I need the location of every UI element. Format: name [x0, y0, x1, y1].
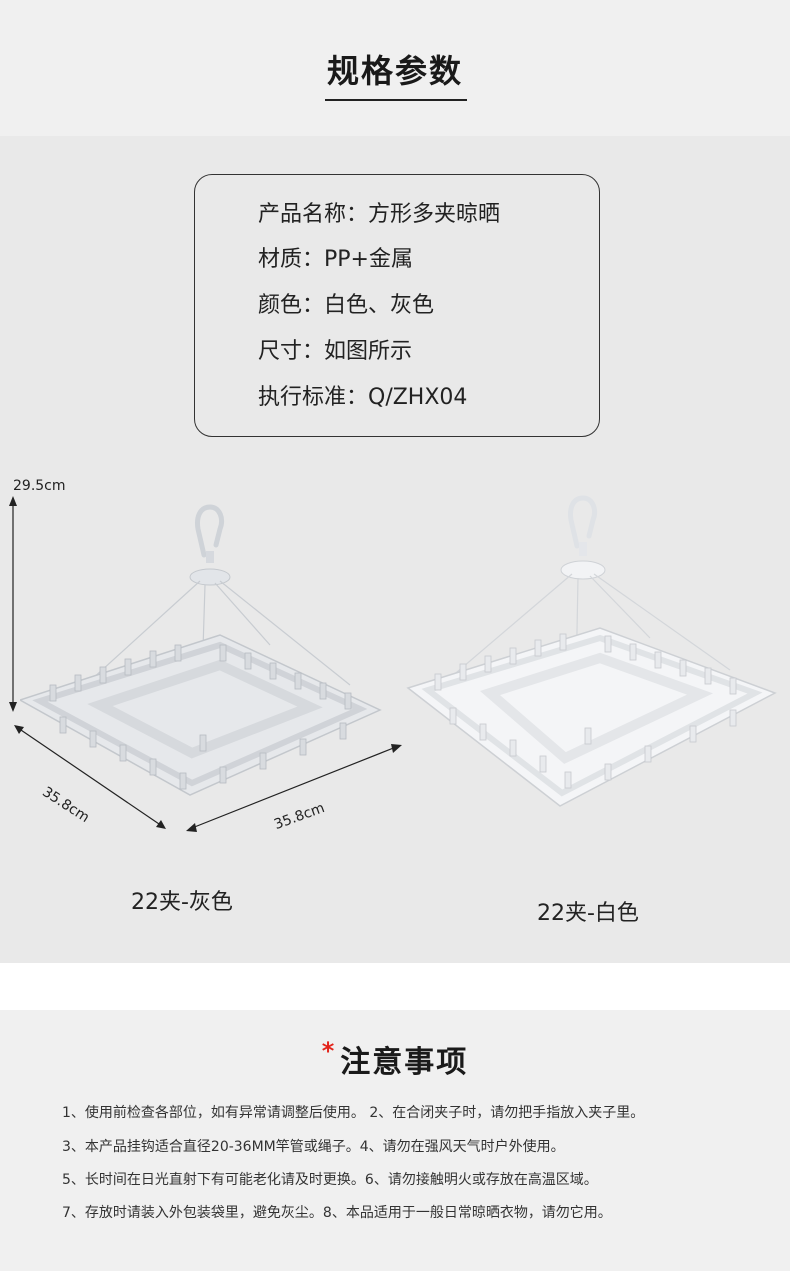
- spec-size: 尺寸：如图所示: [258, 339, 413, 364]
- white-hanger-image: [406, 495, 777, 807]
- section-gap: [0, 963, 790, 1010]
- spec-box: [194, 174, 600, 437]
- gray-hanger-image: [20, 504, 382, 796]
- note-line-2: 3、本产品挂钩适合直径20-36MM竿管或绳子。4、请勿在强风天气时户外使用。: [62, 1139, 565, 1155]
- white-caption: 22夹-白色: [537, 901, 639, 926]
- spec-section: [0, 136, 790, 963]
- notes-title: *注意事项: [0, 1037, 790, 1081]
- spec-product-name: 产品名称：方形多夹晾晒: [258, 202, 501, 227]
- notes-section: [0, 1010, 790, 1271]
- star-mark: *: [321, 1037, 337, 1065]
- spec-standard: 执行标准：Q/ZHX04: [258, 385, 468, 410]
- note-line-4: 7、存放时请装入外包装袋里，避免灰尘。8、本品适用于一般日常晾晒衣物，请勿它用。: [62, 1205, 612, 1221]
- spec-color: 颜色：白色、灰色: [258, 293, 435, 318]
- notes-title-text: 注意事项: [340, 1045, 469, 1080]
- dim-height-label: 29.5cm: [13, 478, 66, 494]
- title-underline: [325, 99, 467, 101]
- gray-caption: 22夹-灰色: [131, 890, 233, 915]
- note-line-3: 5、长时间在日光直射下有可能老化请及时更换。6、请勿接触明火或存放在高温区域。: [62, 1172, 598, 1188]
- note-line-1: 1、使用前检查各部位，如有异常请调整后使用。 2、在合闭夹子时，请勿把手指放入夹…: [62, 1105, 645, 1121]
- page-title: 规格参数: [326, 52, 463, 90]
- dimension-arrows: [9, 496, 402, 832]
- spec-material: 材质：PP+金属: [258, 247, 413, 272]
- header-band: [0, 0, 790, 136]
